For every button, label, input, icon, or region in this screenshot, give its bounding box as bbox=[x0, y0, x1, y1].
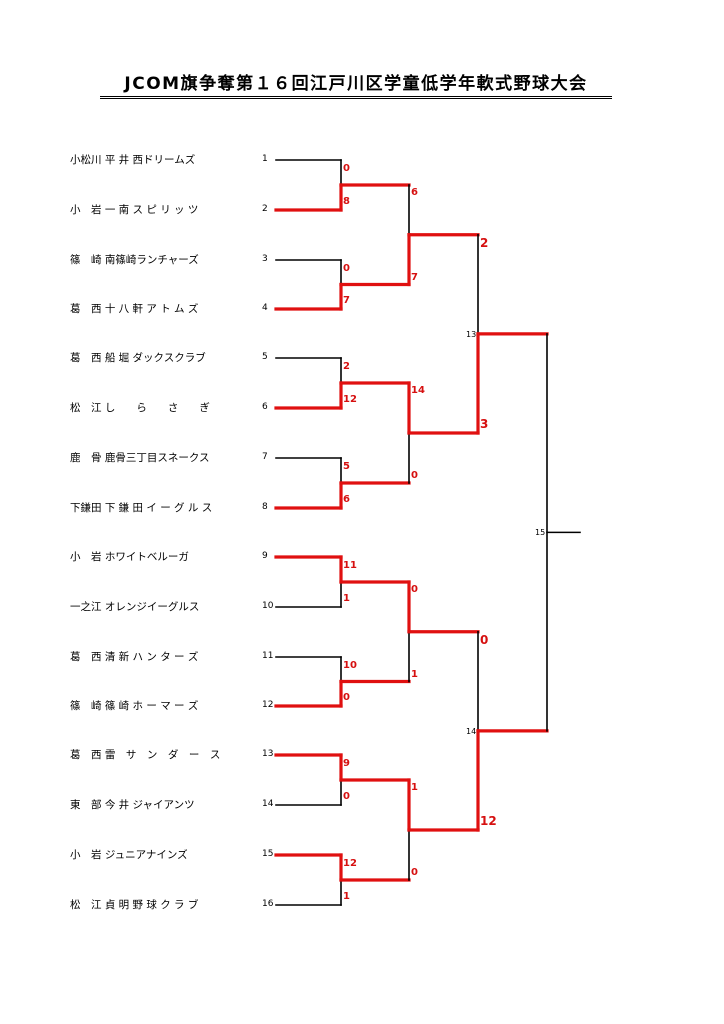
round1-score: 7 bbox=[343, 295, 350, 306]
team-seed-number: 3 bbox=[262, 254, 268, 264]
match-number: 13 bbox=[466, 329, 477, 339]
round2-score: 0 bbox=[411, 470, 418, 481]
round2-score: 14 bbox=[411, 385, 425, 396]
team-seed-number: 4 bbox=[262, 303, 268, 313]
round1-score: 5 bbox=[343, 461, 350, 472]
team-seed-number: 1 bbox=[262, 154, 268, 164]
team-name: 松 江 し ら さ ぎ bbox=[70, 402, 210, 414]
team-name: 小松川 平 井 西ドリームズ bbox=[70, 154, 196, 166]
team-seed-number: 11 bbox=[262, 651, 274, 661]
team-seed-number: 6 bbox=[262, 402, 268, 412]
round2-score: 0 bbox=[411, 867, 418, 878]
team-seed-number: 14 bbox=[262, 799, 274, 809]
team-name: 葛 西 船 堀 ダックスクラブ bbox=[70, 352, 206, 364]
team-seed-number: 9 bbox=[262, 551, 268, 561]
semifinal-score: 0 bbox=[480, 632, 489, 647]
team-name: 下鎌田 下 鎌 田 イ ー グ ル ス bbox=[70, 502, 213, 514]
team-seed-number: 13 bbox=[262, 749, 274, 759]
round1-score: 0 bbox=[343, 263, 350, 274]
semifinal-score: 3 bbox=[480, 417, 489, 431]
team-name: 鹿 骨 鹿骨三丁目スネークス bbox=[70, 452, 210, 464]
tournament-title: JCOM旗争奪第１６回江戸川区学童低学年軟式野球大会 bbox=[100, 75, 612, 99]
match-number: 15 bbox=[535, 528, 546, 538]
round2-score: 6 bbox=[411, 187, 418, 198]
round1-score: 9 bbox=[343, 758, 350, 769]
round1-score: 10 bbox=[343, 660, 357, 671]
team-seed-number: 8 bbox=[262, 502, 268, 512]
team-name: 小 岩 ジュニアナインズ bbox=[70, 849, 188, 861]
team-seed-number: 5 bbox=[262, 352, 268, 362]
round1-score: 1 bbox=[343, 891, 350, 902]
round1-score: 12 bbox=[343, 858, 357, 869]
team-seed-number: 15 bbox=[262, 849, 274, 859]
semifinal-score: 12 bbox=[480, 814, 497, 828]
team-name: 篠 崎 南篠崎ランチャーズ bbox=[70, 254, 199, 266]
team-name: 葛 西 清 新 ハ ン タ ー ズ bbox=[70, 651, 199, 663]
team-seed-number: 2 bbox=[262, 204, 268, 214]
round2-score: 7 bbox=[411, 271, 418, 283]
round1-score: 6 bbox=[343, 494, 350, 505]
round1-score: 12 bbox=[343, 394, 357, 405]
round2-score: 1 bbox=[411, 782, 418, 793]
round2-score: 1 bbox=[411, 668, 418, 680]
round1-score: 2 bbox=[343, 361, 350, 372]
team-name: 小 岩 ホワイトベルーガ bbox=[70, 551, 189, 563]
round2-score: 0 bbox=[411, 584, 418, 595]
match-number: 14 bbox=[466, 726, 477, 736]
team-name: 松 江 貞 明 野 球 ク ラ ブ bbox=[70, 899, 199, 911]
round1-score: 0 bbox=[343, 163, 350, 174]
team-name: 葛 西 十 八 軒 ア ト ム ズ bbox=[70, 303, 199, 315]
team-seed-number: 12 bbox=[262, 700, 274, 710]
team-seed-number: 10 bbox=[262, 601, 274, 611]
round1-score: 8 bbox=[343, 196, 350, 207]
team-name: 一之江 オレンジイーグルス bbox=[70, 601, 200, 613]
team-seed-number: 16 bbox=[262, 899, 274, 909]
round1-score: 0 bbox=[343, 791, 350, 802]
team-name: 小 岩 一 南 ス ピ リ ッ ツ bbox=[70, 204, 199, 216]
round1-score: 11 bbox=[343, 560, 357, 571]
round1-score: 1 bbox=[343, 593, 350, 604]
team-name: 葛 西 雷 サ ン ダ ー ス bbox=[70, 749, 221, 761]
team-name: 篠 崎 篠 崎 ホ ー マ ー ズ bbox=[70, 700, 199, 712]
team-seed-number: 7 bbox=[262, 452, 268, 462]
team-name: 東 部 今 井 ジャイアンツ bbox=[70, 799, 195, 811]
round1-score: 0 bbox=[343, 692, 350, 703]
semifinal-score: 2 bbox=[480, 235, 489, 250]
